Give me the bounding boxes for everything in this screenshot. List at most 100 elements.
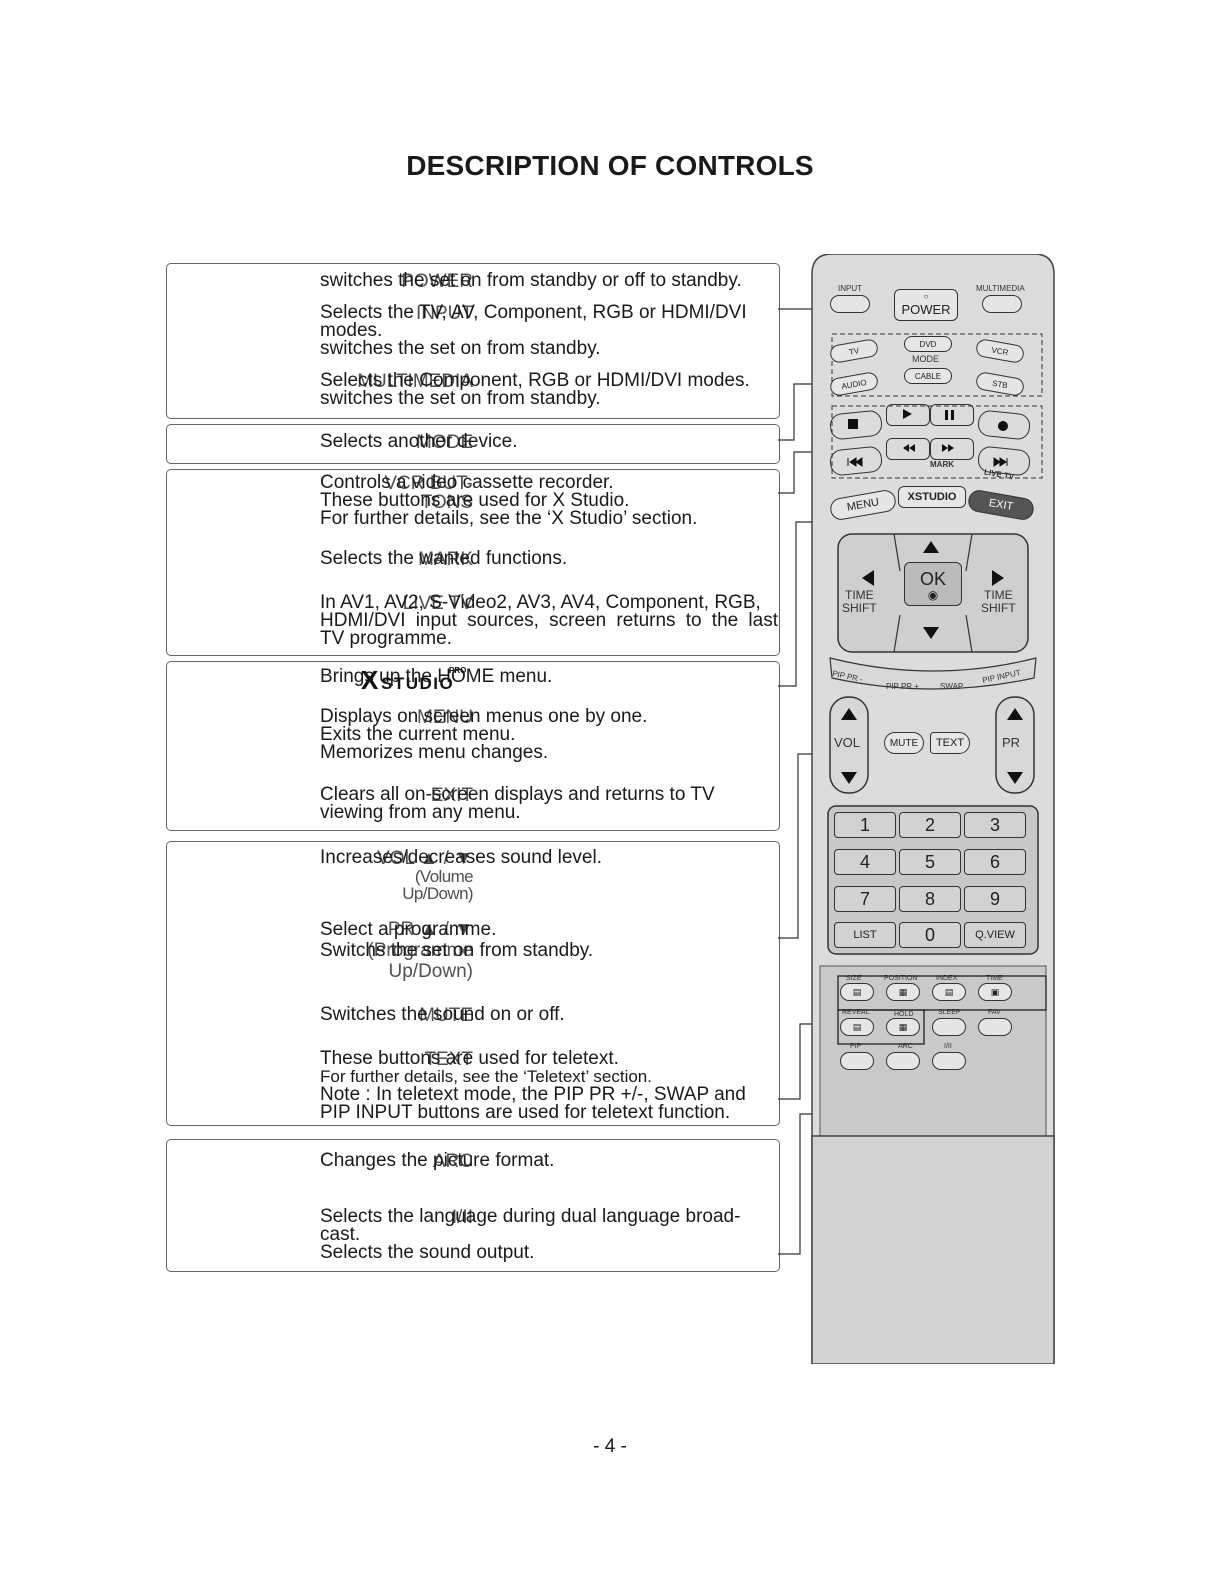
remote-position-label: POSITION [884, 975, 918, 982]
remote-list-button[interactable]: LIST [834, 922, 896, 948]
remote-pip-pr-plus[interactable]: PIP PR + [886, 682, 919, 691]
remote-key-9[interactable]: 9 [964, 886, 1026, 912]
xstudio-logo: X STUDIO PRO [361, 665, 466, 694]
remote-reveal-button[interactable]: ▤ [840, 1018, 874, 1036]
desc-pr-1: Select a programme. [320, 919, 497, 940]
desc-text-3: Note : In teletext mode, the PIP PR +/-,… [320, 1084, 746, 1105]
remote-key-6[interactable]: 6 [964, 849, 1026, 875]
teletext-reveal-icon: ▤ [852, 1021, 862, 1032]
remote-fav-label: FAV [988, 1009, 1001, 1016]
remote-i-ii-button[interactable] [932, 1052, 966, 1070]
desc-menu-2: Exits the current menu. [320, 724, 516, 745]
remote-index-button[interactable]: ▤ [932, 983, 966, 1001]
teletext-position-icon: ▦ [898, 986, 908, 997]
remote-play-button[interactable] [886, 404, 930, 426]
desc-mode-1: Selects another device. [320, 431, 518, 452]
remote-key-0[interactable]: 0 [899, 922, 961, 948]
desc-xstudio-1: Brings up the HOME menu. [320, 666, 553, 687]
remote-arc-label: ARC [898, 1043, 913, 1050]
remote-key-3[interactable]: 3 [964, 812, 1026, 838]
remote-multimedia-label: MULTIMEDIA [976, 284, 1025, 293]
desc-menu-1: Displays on screen menus one by one. [320, 706, 648, 727]
remote-key-7[interactable]: 7 [834, 886, 896, 912]
label-pr-3: Up/Down) [388, 961, 473, 982]
remote-key-4[interactable]: 4 [834, 849, 896, 875]
remote-key-5[interactable]: 5 [899, 849, 961, 875]
remote-swap[interactable]: SWAP [940, 682, 964, 691]
svg-text:PRO: PRO [449, 666, 466, 675]
remote-pip-button[interactable] [840, 1052, 874, 1070]
remote-power-button[interactable]: ○ POWER [894, 289, 958, 321]
teletext-time-icon: ▣ [990, 986, 1000, 997]
controls-group-menu: X STUDIO PRO Brings up the HOME menu. ME… [166, 661, 780, 831]
label-multimedia: MULTIMEDIA [357, 371, 473, 392]
teletext-index-icon: ▤ [944, 986, 954, 997]
label-menu: MENU [417, 707, 473, 728]
remote-dvd-button[interactable]: DVD [904, 336, 952, 352]
remote-multimedia-button[interactable] [982, 295, 1022, 313]
desc-text-1: These buttons are used for teletext. [320, 1048, 619, 1069]
remote-reveal-label: REVEAL [842, 1009, 870, 1016]
remote-ok-button[interactable]: OK ◉ [904, 562, 962, 606]
remote-index-label: INDEX [936, 975, 958, 982]
remote-timeshift-right-label: TIME SHIFT [981, 588, 1016, 615]
label-text: TEXT [424, 1049, 473, 1070]
desc-pr-2: Switchs the set on from standby. [320, 940, 594, 961]
desc-iii-1: Selects the language during dual languag… [320, 1206, 741, 1227]
label-power: POWER [401, 271, 473, 292]
desc-text-2: For further details, see the ‘Teletext’ … [320, 1067, 652, 1086]
desc-vcr-2: These buttons are used for X Studio. [320, 490, 630, 511]
desc-input-2: modes. [320, 320, 383, 341]
teletext-size-icon: ▤ [852, 986, 862, 997]
desc-multimedia-1: Selects the Component, RGB or HDMI/DVI m… [320, 370, 750, 391]
remote-forward-button[interactable] [930, 438, 974, 460]
remote-hold-button[interactable]: ▦ [886, 1018, 920, 1036]
remote-vol-label: VOL [834, 735, 861, 750]
desc-livetv-2: HDMI/DVI input sources, screen returns t… [320, 610, 778, 631]
remote-rewind-button[interactable] [886, 438, 930, 460]
remote-fav-button[interactable] [978, 1018, 1012, 1036]
remote-xstudio-button[interactable]: XSTUDIO [898, 486, 966, 508]
desc-livetv-3: TV programme. [320, 628, 452, 649]
remote-key-8[interactable]: 8 [899, 886, 961, 912]
desc-vol-1: Increases/decreases sound level. [320, 847, 602, 868]
remote-key-1[interactable]: 1 [834, 812, 896, 838]
controls-group-power: POWER switches the set on from standby o… [166, 263, 780, 419]
label-vol-2: (Volume [414, 867, 474, 886]
label-pr-2: (Programme [367, 940, 473, 961]
label-vol-3: Up/Down) [402, 884, 473, 903]
remote-arc-button[interactable] [886, 1052, 920, 1070]
label-pr-1: PR ▲ / ▼ [387, 919, 473, 940]
controls-group-mode: MODE Selects another device. [166, 424, 780, 464]
desc-input-3: switches the set on from standby. [320, 338, 601, 359]
ok-dot-icon: ◉ [927, 587, 939, 602]
remote-pause-button[interactable] [930, 404, 974, 426]
page-title: DESCRIPTION OF CONTROLS [406, 150, 814, 181]
remote-position-button[interactable]: ▦ [886, 983, 920, 1001]
desc-menu-3: Memorizes menu changes. [320, 742, 549, 763]
remote-hold-label: HOLD [894, 1011, 914, 1018]
controls-group-vol: VOL ▲ / ▼ (Volume Up/Down) Increases/dec… [166, 841, 780, 1126]
label-live-tv: LIVE TV [402, 593, 473, 614]
remote-input-label: INPUT [838, 284, 862, 293]
label-mute: MUTE [419, 1005, 473, 1026]
desc-mark-1: Selects the wanted functions. [320, 548, 568, 569]
remote-size-button[interactable]: ▤ [840, 983, 874, 1001]
desc-exit-1: Clears all on-screen displays and return… [320, 784, 715, 805]
remote-input-button[interactable] [830, 295, 870, 313]
remote-qview-button[interactable]: Q.VIEW [964, 922, 1026, 948]
controls-group-vcr: VCR BUT- TONS Controls a video cassette … [166, 469, 780, 656]
remote-key-2[interactable]: 2 [899, 812, 961, 838]
remote-text-button[interactable]: TEXT [930, 732, 970, 754]
desc-vcr-1: Controls a video cassette recorder. [320, 472, 614, 493]
svg-text:STUDIO: STUDIO [381, 674, 454, 693]
remote-time-button[interactable]: ▣ [978, 983, 1012, 1001]
label-vcr-2: TONS [420, 492, 473, 513]
desc-iii-3: Selects the sound output. [320, 1242, 535, 1263]
remote-cable-button[interactable]: CABLE [904, 368, 952, 384]
label-input: INPUT [416, 303, 473, 324]
page-number: - 4 - [593, 1436, 627, 1457]
remote-sleep-label: SLEEP [938, 1009, 961, 1016]
remote-sleep-button[interactable] [932, 1018, 966, 1036]
remote-mute-button[interactable]: MUTE [884, 732, 924, 754]
